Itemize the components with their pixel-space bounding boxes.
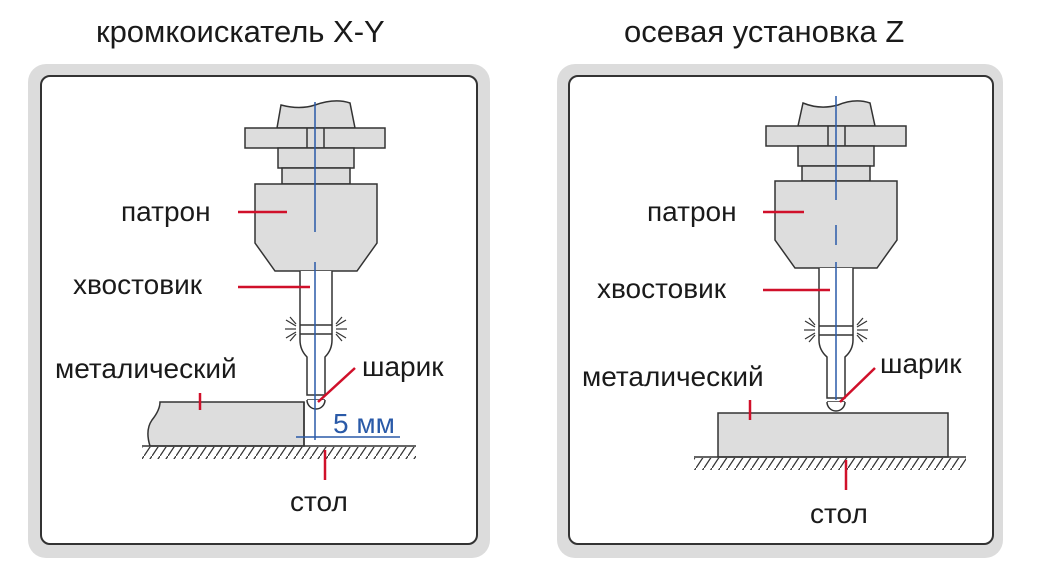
ball-tip (306, 399, 326, 410)
panel-inner-xy (40, 75, 478, 545)
spark-icon (285, 316, 347, 342)
label-ball: шарик (880, 348, 962, 379)
table-hatch (142, 447, 416, 459)
nut (277, 147, 355, 169)
label-chuck: патрон (647, 196, 737, 227)
label-table: стол (290, 486, 348, 517)
label-offset: 5 мм (333, 408, 395, 439)
chuck-body (254, 183, 378, 272)
panel-title-xy: кромкоискатель X-Y (96, 14, 385, 49)
label-shank: хвостовик (597, 273, 726, 304)
spindle-top (276, 100, 356, 129)
workpiece (147, 401, 305, 447)
edge-finder-z (694, 96, 966, 490)
shank (299, 271, 333, 396)
label-ball: шарик (362, 351, 444, 382)
label-metal: металический (582, 361, 764, 392)
label-chuck: патрон (121, 196, 211, 227)
edge-finder-xy (142, 100, 416, 480)
label-metal: металический (55, 353, 237, 384)
label-shank: хвостовик (73, 269, 202, 300)
panel-title-z: осевая установка Z (624, 14, 905, 49)
spark-icon (804, 317, 868, 343)
label-table: стол (810, 498, 868, 529)
workpiece (717, 412, 949, 458)
